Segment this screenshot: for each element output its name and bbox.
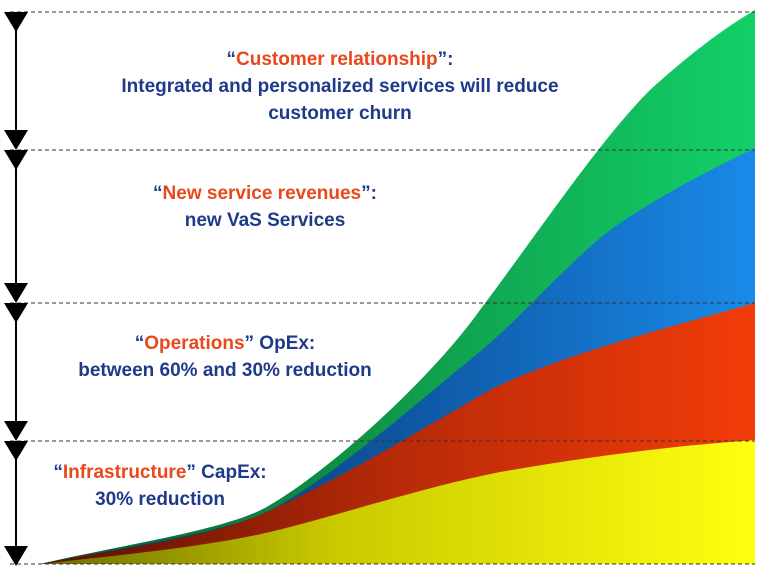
- infrastructure-title: “Infrastructure” CapEx:: [53, 462, 267, 483]
- infrastructure-area: [40, 440, 755, 564]
- infrastructure-line2: 30% reduction: [95, 489, 225, 510]
- customer-relationship-label: “Customer relationship”: Integrated and …: [60, 46, 620, 127]
- customer-relationship-line2: Integrated and personalized services wil…: [121, 76, 559, 97]
- operations-line2: between 60% and 30% reduction: [78, 360, 372, 381]
- operations-label: “Operations” OpEx: between 60% and 30% r…: [45, 330, 405, 384]
- customer-relationship-title: “Customer relationship”:: [226, 49, 454, 70]
- operations-title: “Operations” OpEx:: [134, 333, 316, 354]
- new-service-revenues-line2: new VaS Services: [184, 210, 346, 231]
- customer-relationship-line3: customer churn: [268, 103, 412, 124]
- infrastructure-label: “Infrastructure” CapEx: 30% reduction: [20, 459, 300, 513]
- new-service-revenues-title: “New service revenues”:: [153, 183, 377, 204]
- new-service-revenues-label: “New service revenues”: new VaS Services: [115, 180, 415, 234]
